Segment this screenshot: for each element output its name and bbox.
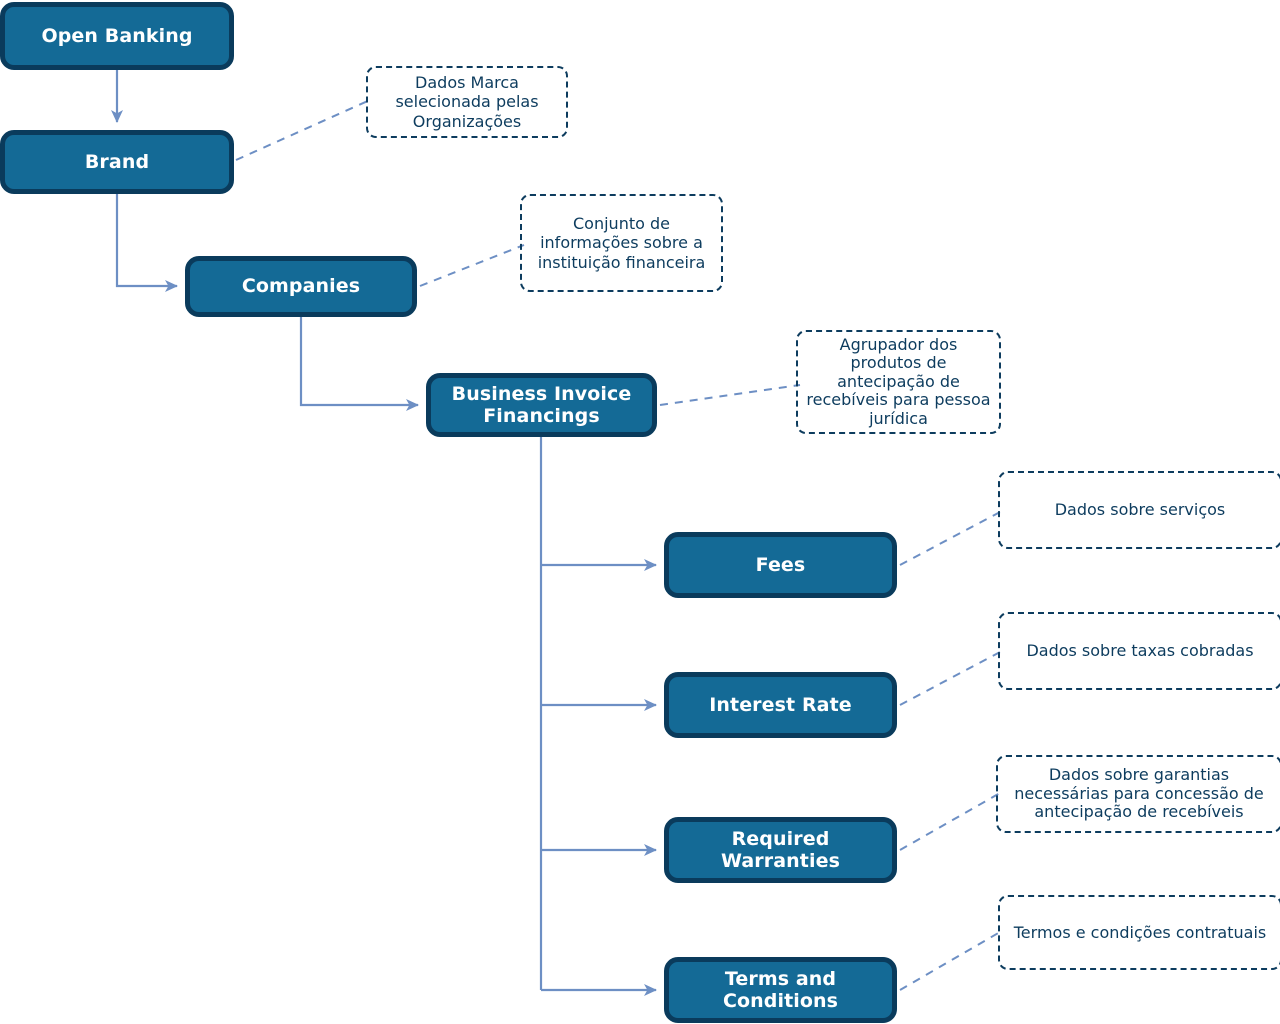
- callout-brand-note: Dados Marca selecionada pelas Organizaçõ…: [366, 66, 568, 138]
- node-business-invoice-financings[interactable]: Business Invoice Financings: [426, 373, 657, 437]
- node-open-banking-label: Open Banking: [41, 24, 193, 47]
- node-brand[interactable]: Brand: [0, 130, 234, 194]
- node-fees-label: Fees: [755, 553, 806, 576]
- leader-bif-note: [659, 384, 801, 406]
- callout-terms-note: Termos e condições contratuais: [998, 895, 1280, 970]
- node-brand-label: Brand: [84, 150, 150, 173]
- callout-interest-rate-note-text: Dados sobre taxas cobradas: [1026, 641, 1254, 661]
- callout-brand-note-text: Dados Marca selecionada pelas Organizaçõ…: [395, 72, 539, 131]
- callout-required-warranties-note: Dados sobre garantias necessárias para c…: [996, 755, 1280, 833]
- leader-fees-note: [899, 511, 1001, 566]
- leader-terms-note: [899, 931, 1001, 991]
- callout-companies-note: Conjunto de informações sobre a institui…: [520, 194, 723, 292]
- node-companies[interactable]: Companies: [185, 256, 417, 317]
- callout-bif-note: Agrupador dos produtos de antecipação de…: [796, 330, 1001, 434]
- leader-brand-note: [235, 99, 371, 161]
- node-fees[interactable]: Fees: [664, 532, 897, 598]
- edge-companies-bif: [299, 316, 419, 411]
- callout-fees-note-text: Dados sobre serviços: [1054, 500, 1226, 520]
- callout-terms-note-text: Termos e condições contratuais: [1013, 922, 1267, 942]
- node-required-warranties[interactable]: Required Warranties: [664, 817, 897, 883]
- leader-required-warranties-note: [899, 792, 1001, 851]
- node-interest-rate-label: Interest Rate: [709, 693, 852, 716]
- node-business-invoice-financings-label: Business Invoice Financings: [451, 382, 632, 427]
- callout-companies-note-text: Conjunto de informações sobre a institui…: [537, 213, 706, 272]
- node-terms-and-conditions[interactable]: Terms and Conditions: [664, 957, 897, 1023]
- leader-companies-note: [419, 244, 525, 287]
- node-terms-and-conditions-label: Terms and Conditions: [722, 967, 839, 1012]
- callout-interest-rate-note: Dados sobre taxas cobradas: [998, 612, 1280, 690]
- edge-brand-companies: [115, 193, 178, 292]
- node-open-banking[interactable]: Open Banking: [0, 2, 234, 70]
- callout-required-warranties-note-text: Dados sobre garantias necessárias para c…: [1014, 765, 1264, 822]
- node-interest-rate[interactable]: Interest Rate: [664, 672, 897, 738]
- leader-interest-rate-note: [899, 651, 1001, 706]
- node-required-warranties-label: Required Warranties: [721, 827, 840, 872]
- callout-fees-note: Dados sobre serviços: [998, 471, 1280, 549]
- callout-bif-note-text: Agrupador dos produtos de antecipação de…: [806, 334, 991, 428]
- node-companies-label: Companies: [241, 275, 361, 298]
